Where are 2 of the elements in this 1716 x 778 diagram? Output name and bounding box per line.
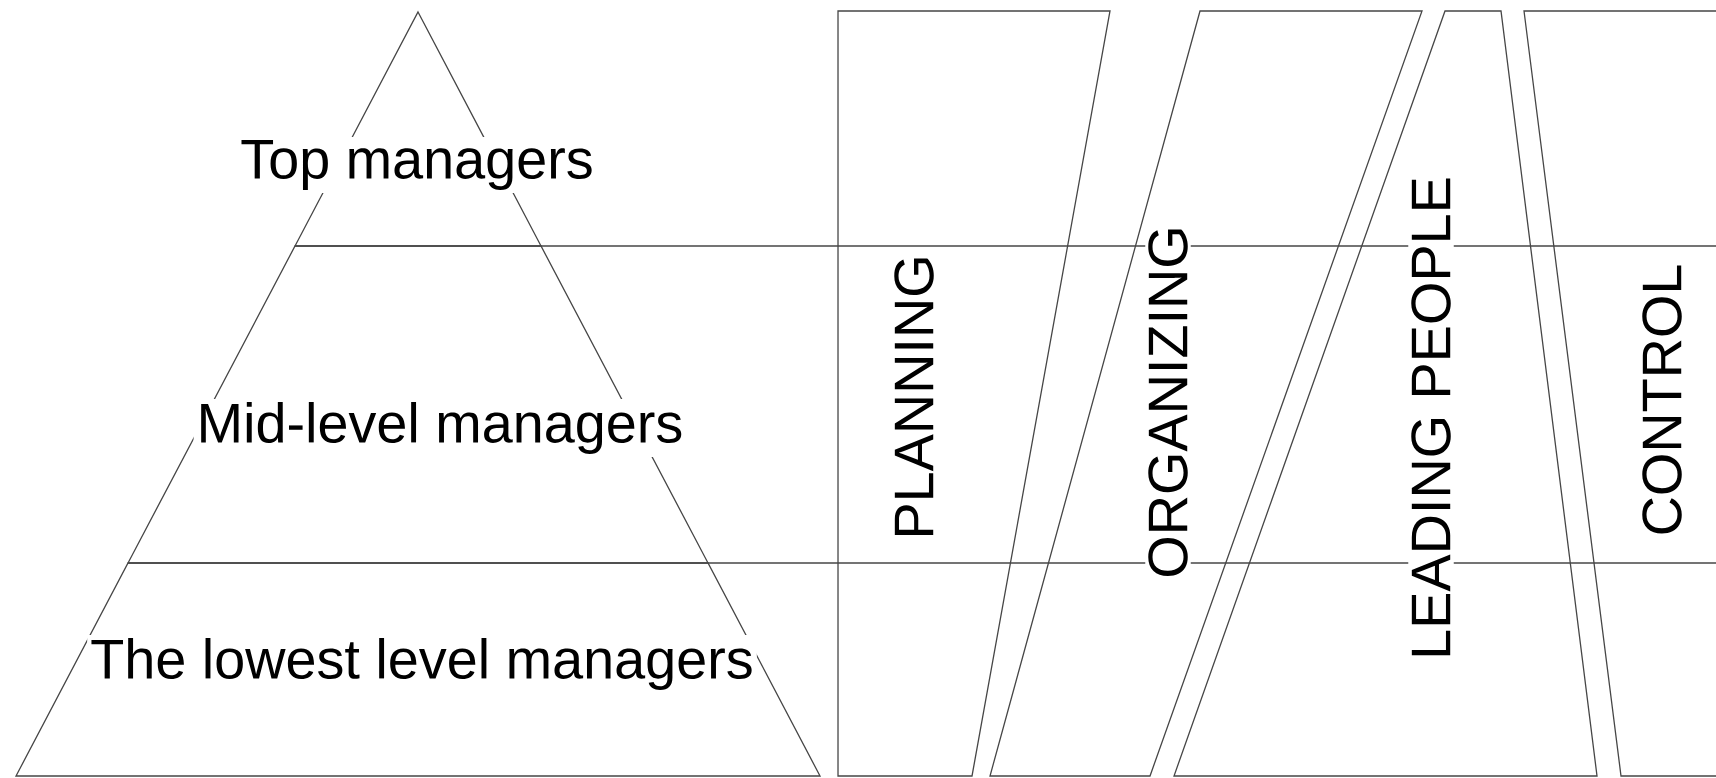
slanted-column: PLANNING [837,10,1111,777]
slanted-column: CONTROL [1523,10,1716,777]
